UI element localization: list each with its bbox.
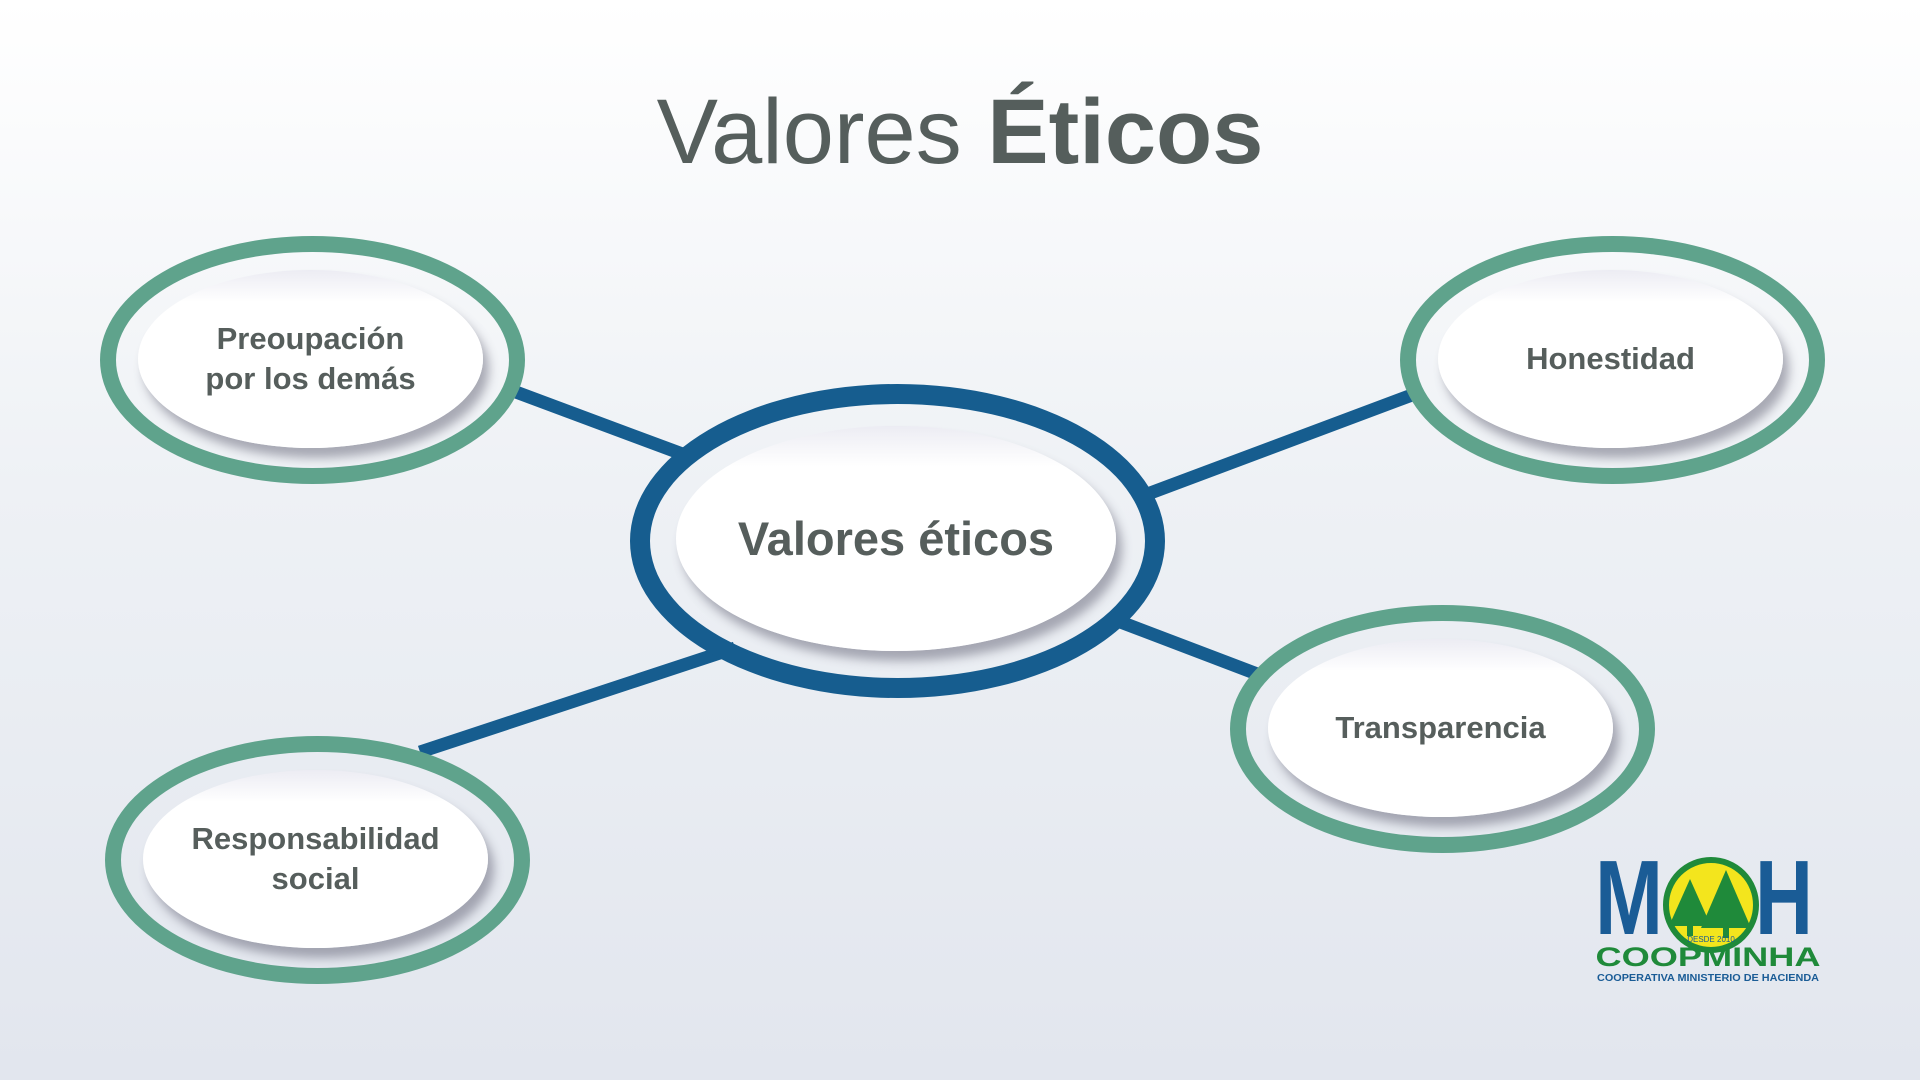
coopminha-logo: M H DESDE 2010 COOPMINHA COOPERATIVA MIN… <box>1595 848 1821 984</box>
connector-transparencia <box>1107 611 1268 684</box>
node-label: Transparencia <box>1335 710 1546 745</box>
center-bubble: Valores éticos <box>676 426 1116 651</box>
logo-since: DESDE 2010 <box>1687 935 1735 944</box>
node-preocupacion: Preoupación por los demás <box>100 236 525 484</box>
connector-preocupacion <box>502 381 688 462</box>
node-bubble: Transparencia <box>1268 639 1613 817</box>
node-honestidad: Honestidad <box>1400 236 1825 484</box>
node-responsabilidad: Responsabilidad social <box>105 736 530 984</box>
logo-letter-h: H <box>1755 848 1813 957</box>
node-label-line1: Responsabilidad <box>191 821 440 856</box>
connector-responsabilidad <box>417 641 738 759</box>
node-label-line2: por los demás <box>205 361 416 396</box>
connector-honestidad <box>1142 385 1423 502</box>
logo-letter-m: M <box>1595 848 1663 957</box>
node-transparencia: Transparencia <box>1230 605 1655 853</box>
tree-icon <box>1669 870 1751 938</box>
node-label: Honestidad <box>1526 341 1695 376</box>
node-center: Valores éticos <box>630 384 1165 698</box>
node-label-line2: social <box>271 861 360 896</box>
logo-tagline: COOPERATIVA MINISTERIO DE HACIENDA <box>1597 973 1819 984</box>
logo-name: COOPMINHA <box>1596 942 1821 972</box>
node-bubble: Responsabilidad social <box>143 770 488 948</box>
node-bubble: Honestidad <box>1438 270 1783 448</box>
title-bold: Éticos <box>987 81 1264 183</box>
title-regular: Valores <box>656 81 962 183</box>
node-bubble: Preoupación por los demás <box>138 270 483 448</box>
node-label-line1: Preoupación <box>216 321 405 356</box>
center-label: Valores éticos <box>737 512 1055 565</box>
page-title: Valores Éticos <box>0 80 1920 185</box>
